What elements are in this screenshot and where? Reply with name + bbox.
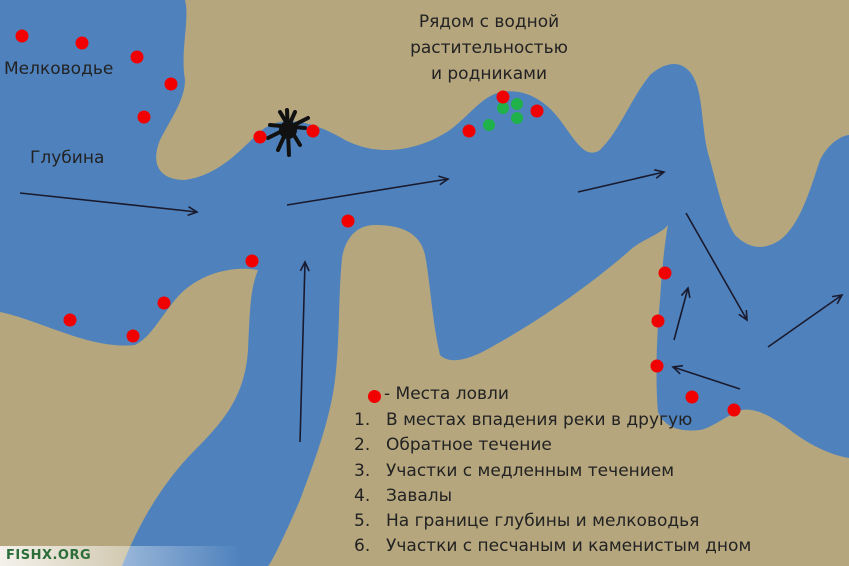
red-dot-icon (75, 36, 89, 50)
legend-item: 1. В местах впадения реки в другую (354, 408, 751, 433)
legend-item: 6. Участки с песчаным и каменистым дном (354, 534, 751, 559)
legend-item-text: На границе глубины и мелководья (386, 511, 700, 532)
red-dot-icon (157, 296, 171, 310)
watermark: FISHX.ORG (0, 546, 240, 566)
shallow-label: Мелководье (4, 59, 114, 79)
red-dot-icon (130, 50, 144, 64)
red-dot-icon (341, 214, 355, 228)
green-dot-icon (511, 98, 523, 110)
arrow-icon (767, 293, 844, 348)
green-dot-icon (511, 112, 523, 124)
legend-item: 3. Участки с медленным течением (354, 459, 751, 484)
legend-item-number: 1. (354, 410, 371, 430)
legend-item: 2. Обратное течение (354, 433, 751, 458)
arrow-icon (19, 192, 199, 217)
legend-item-number: 6. (354, 536, 371, 557)
vegetation-label-line1: Рядом с водной (418, 12, 560, 32)
legend-item-text: Обратное течение (386, 435, 552, 456)
red-dot-icon (15, 29, 29, 43)
vegetation-label: Рядом с водной растительностью и родника… (384, 9, 594, 87)
red-dot-icon (496, 90, 510, 104)
red-dot-icon (245, 254, 259, 268)
arrow-icon (673, 286, 691, 341)
vegetation-label-line3: и родниками (430, 64, 548, 84)
legend-item-text: Участки с песчаным и каменистым дном (386, 536, 752, 557)
legend-item-number: 3. (354, 460, 371, 481)
arrow-icon (286, 175, 450, 206)
red-dot-icon (164, 77, 178, 91)
red-dot-icon (727, 403, 741, 417)
legend-item-number: 2. (354, 435, 371, 456)
green-dot-icon (483, 119, 495, 131)
red-dot-icon (650, 359, 664, 373)
red-dot-icon (530, 104, 544, 118)
red-dot-icon (306, 124, 320, 138)
arrow-icon (577, 169, 666, 193)
vegetation-dots (483, 98, 523, 131)
legend-item-number: 4. (354, 485, 371, 506)
legend-list: 1. В местах впадения реки в другую 2. Обра… (354, 408, 751, 560)
legend-title-text: - Места ловли (384, 384, 509, 404)
arrow-icon (671, 364, 741, 390)
deep-label: Глубина (30, 148, 105, 168)
fishing-spots (15, 29, 741, 417)
current-arrows (19, 169, 844, 443)
snag-icon (266, 108, 310, 157)
arrow-icon (685, 212, 748, 322)
red-dot-icon (685, 390, 699, 404)
legend-item-text: В местах впадения реки в другую (386, 410, 693, 430)
watermark-text: FISHX.ORG (6, 548, 92, 563)
legend-title: - Места ловли (368, 384, 509, 404)
red-dot-icon (658, 266, 672, 280)
legend-item-text: Завалы (386, 485, 453, 506)
legend-item-number: 5. (354, 511, 371, 532)
red-dot-icon (137, 110, 151, 124)
red-dot-icon (462, 124, 476, 138)
legend-item: 4. Завалы (354, 484, 751, 509)
red-dot-icon (126, 329, 140, 343)
red-dot-icon (63, 313, 77, 327)
legend-item: 5. На границе глубины и мелководья (354, 509, 751, 534)
red-dot-icon (368, 390, 381, 403)
legend-item-text: Участки с медленным течением (386, 460, 675, 481)
vegetation-label-line2: растительностью (410, 38, 568, 58)
arrow-icon (299, 260, 310, 443)
green-dot-icon (497, 102, 509, 114)
red-dot-icon (253, 130, 267, 144)
red-dot-icon (651, 314, 665, 328)
